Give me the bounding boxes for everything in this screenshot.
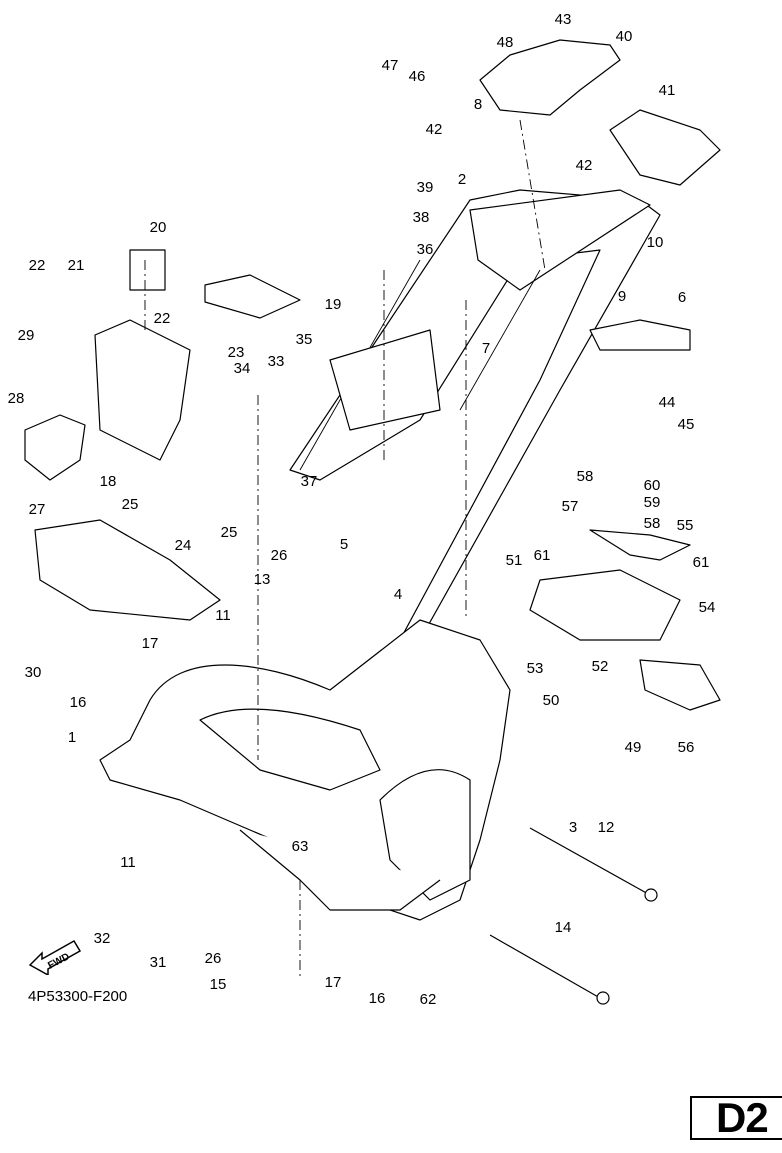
callout-c24: 24 <box>175 537 192 554</box>
callout-c12: 12 <box>598 819 615 836</box>
callout-c50: 50 <box>543 692 560 709</box>
callout-c22a: 22 <box>29 257 46 274</box>
callout-c61a: 61 <box>534 547 551 564</box>
callout-c30: 30 <box>25 664 42 681</box>
callout-c47: 47 <box>382 57 399 74</box>
callout-c1: 1 <box>68 729 76 746</box>
page-id-box <box>690 1096 782 1140</box>
callout-c58b: 58 <box>644 515 661 532</box>
callout-c42b: 42 <box>576 157 593 174</box>
fwd-arrow-icon: FWD <box>28 939 82 975</box>
callout-c9: 9 <box>618 288 626 305</box>
main-frame <box>99 619 511 921</box>
callout-c16a: 16 <box>70 694 87 711</box>
callout-c34: 34 <box>234 360 251 377</box>
callout-c35: 35 <box>296 331 313 348</box>
callout-c48: 48 <box>497 34 514 51</box>
callout-c3: 3 <box>569 819 577 836</box>
rear-frame <box>289 189 661 641</box>
callout-c20: 20 <box>150 219 167 236</box>
callout-c25a: 25 <box>122 496 139 513</box>
callout-c5: 5 <box>340 536 348 553</box>
callout-c54: 54 <box>699 599 716 616</box>
callout-c17b: 17 <box>325 974 342 991</box>
callout-c63: 63 <box>292 838 309 855</box>
drawing-code: 4P53300-F200 <box>28 988 128 1005</box>
callout-c40: 40 <box>616 28 633 45</box>
callout-c52: 52 <box>592 658 609 675</box>
callout-c46: 46 <box>409 68 426 85</box>
callout-c36: 36 <box>417 241 434 258</box>
callout-c31: 31 <box>150 954 167 971</box>
callout-c55: 55 <box>677 517 694 534</box>
callout-c22b: 22 <box>154 310 171 327</box>
callout-c26b: 26 <box>205 950 222 967</box>
callout-c37: 37 <box>301 473 318 490</box>
callout-c27: 27 <box>29 501 46 518</box>
callout-c56: 56 <box>678 739 695 756</box>
callout-c19: 19 <box>325 296 342 313</box>
callout-c16b: 16 <box>369 990 386 1007</box>
callout-c21: 21 <box>68 257 85 274</box>
callout-c6: 6 <box>678 289 686 306</box>
callout-c10: 10 <box>647 234 664 251</box>
page-id: D2 <box>716 1094 769 1141</box>
callout-c8: 8 <box>474 96 482 113</box>
callout-c23: 23 <box>228 344 245 361</box>
callout-c4: 4 <box>394 586 402 603</box>
callout-c42a: 42 <box>426 121 443 138</box>
callout-c33: 33 <box>268 353 285 370</box>
callout-c28: 28 <box>8 390 25 407</box>
battery-box <box>94 249 301 461</box>
callout-c41: 41 <box>659 82 676 99</box>
callout-c45: 45 <box>678 416 695 433</box>
callout-c11b: 11 <box>120 854 136 871</box>
brackets <box>24 319 721 711</box>
callout-c14: 14 <box>555 919 572 936</box>
callout-c60: 60 <box>644 477 661 494</box>
rear-tray <box>479 39 721 186</box>
callout-c57: 57 <box>562 498 579 515</box>
callout-c53: 53 <box>527 660 544 677</box>
callout-c11a: 11 <box>215 607 231 624</box>
callout-c62: 62 <box>420 991 437 1008</box>
callout-c13: 13 <box>254 571 271 588</box>
callout-c29: 29 <box>18 327 35 344</box>
callout-c7: 7 <box>482 340 490 357</box>
assembly-lines <box>144 119 546 980</box>
callout-c51: 51 <box>506 552 523 569</box>
callout-c32: 32 <box>94 930 111 947</box>
callout-c26a: 26 <box>271 547 288 564</box>
callout-c18: 18 <box>100 473 117 490</box>
callout-c38: 38 <box>413 209 430 226</box>
callout-c2: 2 <box>458 171 466 188</box>
callout-c17a: 17 <box>142 635 159 652</box>
callout-c58a: 58 <box>577 468 594 485</box>
callout-c15: 15 <box>210 976 227 993</box>
callout-c25b: 25 <box>221 524 238 541</box>
callout-c59: 59 <box>644 494 661 511</box>
callout-c43: 43 <box>555 11 572 28</box>
callout-c39: 39 <box>417 179 434 196</box>
callout-c44: 44 <box>659 394 676 411</box>
callout-c61b: 61 <box>693 554 710 571</box>
callout-c49: 49 <box>625 739 642 756</box>
bolts <box>489 827 658 1005</box>
callout-labels: 1234567891011111213141516161717181920212… <box>8 11 716 1008</box>
